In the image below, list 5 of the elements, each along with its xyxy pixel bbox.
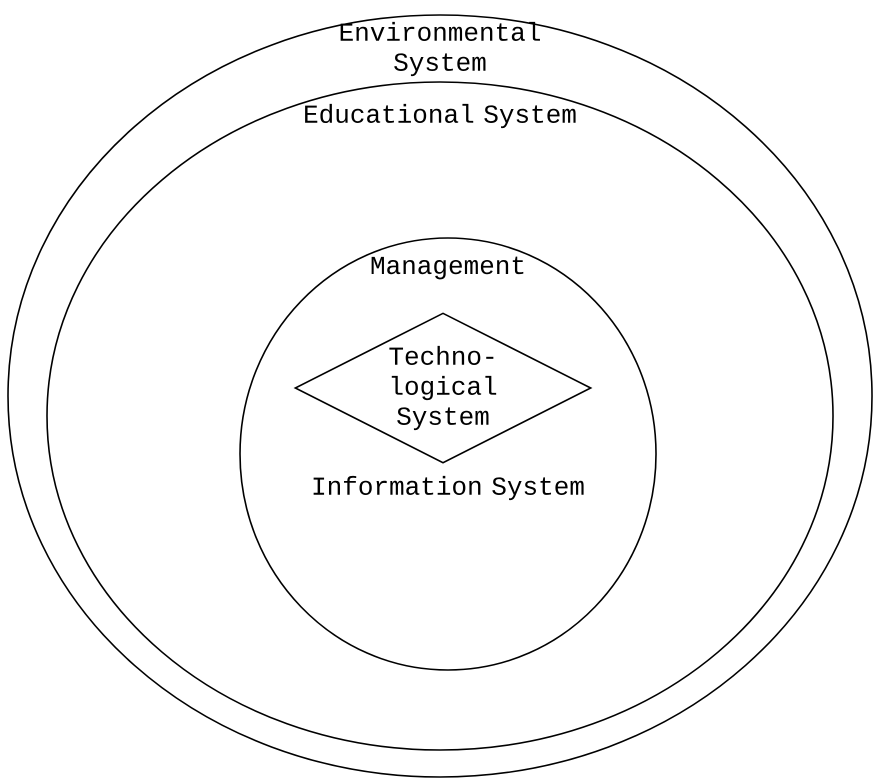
system-label: Techno- logical System <box>389 346 496 430</box>
system-label: Educational System <box>305 104 576 128</box>
system-label: Management <box>372 256 524 280</box>
system-label: Information System <box>314 476 584 500</box>
system-label: Environmental System <box>340 22 540 76</box>
